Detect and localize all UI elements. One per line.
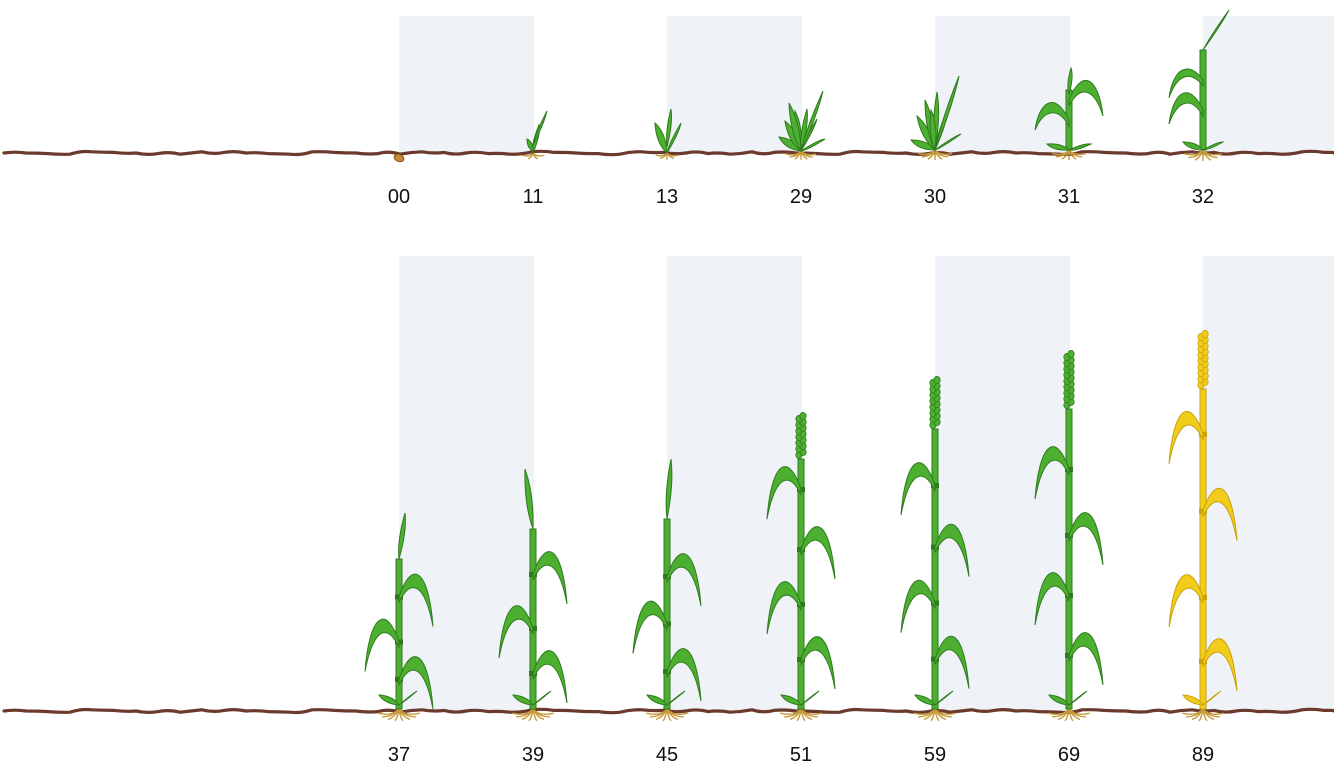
tillering-stage-29	[778, 90, 826, 160]
plant-stage-59	[900, 375, 970, 722]
plant-stage-45	[632, 458, 702, 722]
stage-label: 13	[656, 186, 678, 208]
stage-label: 11	[523, 186, 544, 208]
plant-stage-89	[1168, 329, 1238, 722]
stage-label: 69	[1058, 744, 1080, 764]
stage-label: 30	[924, 186, 946, 208]
band-row2-col1	[399, 256, 534, 711]
stage-label: 31	[1058, 186, 1080, 208]
soil-lines	[2, 149, 1334, 715]
seedling-stage-13	[654, 108, 682, 160]
stage-label: 89	[1192, 744, 1214, 764]
stage-label: 59	[924, 744, 946, 764]
soil-line	[2, 149, 1334, 157]
seed-stage-00	[393, 153, 405, 163]
band-row2-col3	[667, 256, 802, 711]
plant-stage-51	[766, 411, 836, 722]
stage-label: 00	[388, 186, 410, 208]
plant-stage-39	[498, 468, 568, 722]
stage-labels: 00 11 13 29 30 31 32 37 39 45 51 59 69 8…	[388, 186, 1214, 764]
stage-label: 39	[522, 744, 544, 764]
band-row1-col3	[667, 16, 802, 153]
band-row1-col7	[1203, 16, 1334, 153]
second-node-stage-32	[1168, 9, 1230, 161]
band-row1-col1	[399, 16, 534, 153]
band-row2-col7	[1203, 256, 1334, 711]
plant-stage-69	[1034, 349, 1104, 722]
stage-label: 32	[1192, 186, 1214, 208]
stage-label: 29	[790, 186, 812, 208]
seedling-stage-11	[521, 110, 548, 160]
soil-line	[2, 707, 1334, 715]
band-row2-col5	[935, 256, 1070, 711]
background-bands	[399, 16, 1334, 711]
plant-stage-37	[364, 512, 434, 722]
first-node-stage-31	[1034, 66, 1104, 160]
stem-elongation-stage-30	[910, 75, 962, 160]
stage-label: 45	[656, 744, 678, 764]
stage-label: 51	[790, 744, 812, 764]
stage-label: 37	[388, 744, 410, 764]
plants	[364, 9, 1238, 722]
